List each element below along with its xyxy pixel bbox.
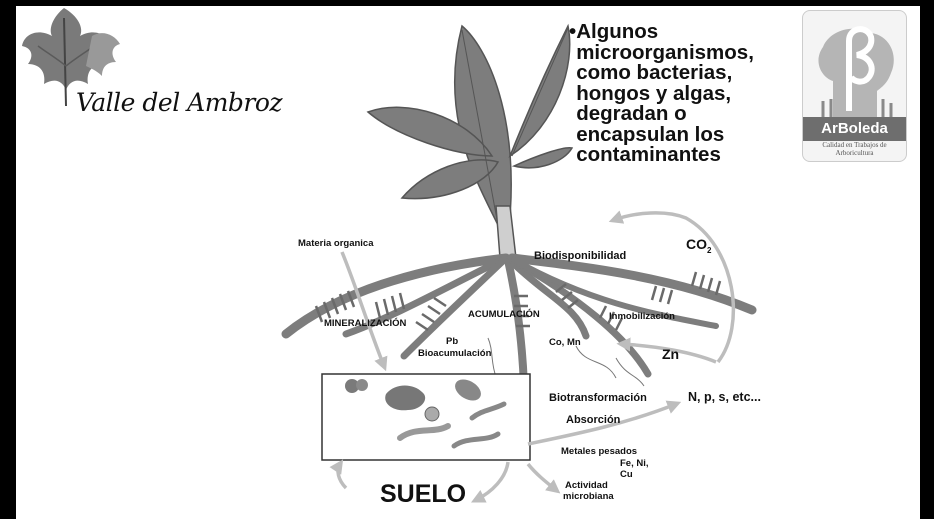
plant-roots <box>281 253 757 390</box>
mineralizacion-label: MINERALIZACIÓN <box>324 318 407 329</box>
slide: Valle del Ambroz •Algunos microorganismo… <box>16 6 920 519</box>
arrow-suelo-right <box>470 461 510 503</box>
flow-arrows <box>329 210 736 503</box>
acumulacion-label: ACUMULACIÓN <box>468 309 540 320</box>
pb-label: Pb <box>446 336 459 347</box>
bullet-marker: • <box>569 20 577 43</box>
logo-tagline: Calidad en Trabajos de Arboricultura <box>822 141 887 157</box>
zn-label: Zn <box>662 346 680 362</box>
logo-name: ArBoleda <box>803 117 906 141</box>
plant-stem <box>495 205 517 259</box>
arrow-suelo-left <box>329 459 348 490</box>
arboleda-logo: ArBoleda Calidad en Trabajos de Arboricu… <box>802 10 907 162</box>
absorcion-label: Absorción <box>566 414 621 426</box>
bullet-text: Algunos microorganismos, como bacterias,… <box>576 20 754 166</box>
beta-tree-logo <box>818 26 894 117</box>
arrow-absorcion <box>527 400 682 446</box>
microbiana-label: microbiana <box>563 491 614 502</box>
plant-leaves <box>366 23 574 239</box>
suelo-label: SUELO <box>380 480 467 508</box>
fe-ni-label: Fe, Ni, <box>620 458 649 469</box>
metales-pesados-label: Metales pesados <box>561 446 638 457</box>
co2-label: CO2 <box>686 236 712 255</box>
arrow-co2 <box>608 210 736 364</box>
bioacumulacion-label: Bioacumulación <box>418 348 492 359</box>
inmobilizacion-label: Inmobilización <box>609 311 675 322</box>
diagram-artwork <box>22 8 757 503</box>
microorganisms <box>345 379 507 449</box>
biotransformacion-label: Biotransformación <box>549 392 647 404</box>
arrow-materia-to-soil <box>340 251 388 372</box>
biodisponibilidad-label: Biodisponibilidad <box>534 250 627 262</box>
co-mn-label: Co, Mn <box>549 337 581 348</box>
materia-organica-label: Materia organica <box>298 238 374 249</box>
root-hairs <box>314 271 722 332</box>
oak-leaf-icon <box>22 8 120 107</box>
arrow-zn <box>616 337 717 364</box>
brand-name: Valle del Ambroz <box>76 88 283 117</box>
cu-label: Cu <box>620 469 633 480</box>
bullet-point: •Algunos microorganismos, como bacterias… <box>569 20 754 166</box>
nutrientes-label: N, p, s, etc... <box>688 390 761 404</box>
actividad-label: Actividad <box>565 480 608 491</box>
arrow-actividad <box>526 462 561 494</box>
